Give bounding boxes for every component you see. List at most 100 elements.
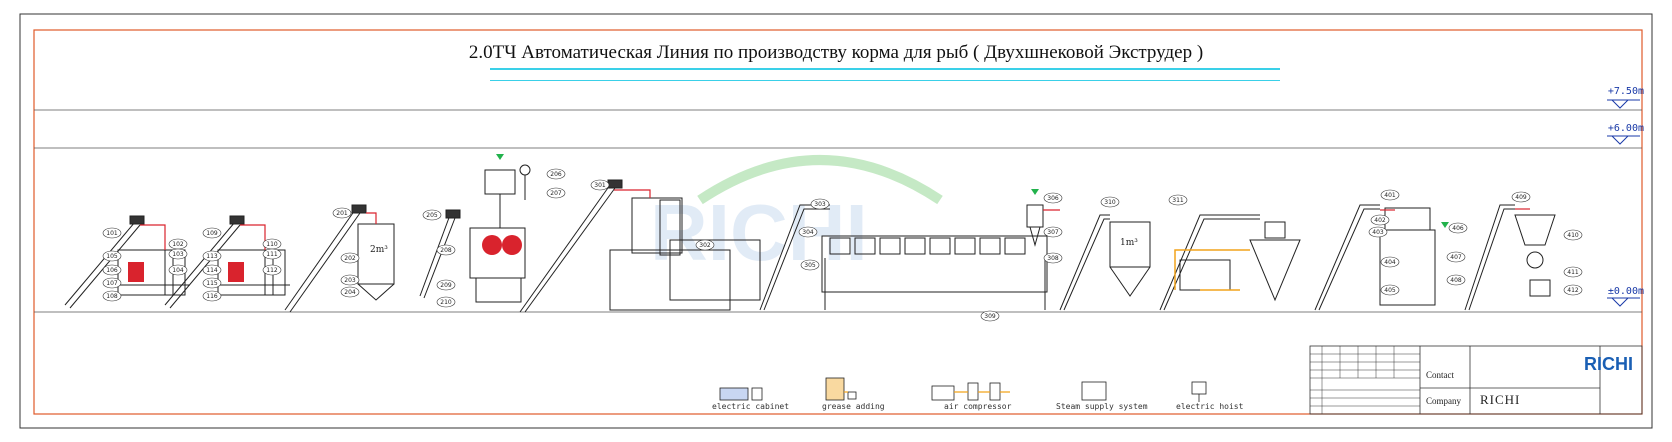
callout-bubble-115 bbox=[202, 277, 222, 289]
legend-air-compressor: air compressor bbox=[944, 402, 1012, 411]
callout-label-302: 302 bbox=[699, 242, 711, 249]
callout-bubble-311 bbox=[1168, 194, 1188, 206]
callout-label-103: 103 bbox=[172, 251, 184, 258]
callout-label-102: 102 bbox=[172, 241, 184, 248]
callout-bubble-407 bbox=[1446, 251, 1466, 263]
company-logo: RICHI bbox=[1584, 354, 1633, 374]
callout-bubble-309 bbox=[980, 310, 1000, 322]
callout-label-311: 311 bbox=[1172, 197, 1184, 204]
callout-bubble-303 bbox=[810, 198, 830, 210]
elevation-marker-6-00 bbox=[1607, 135, 1640, 145]
callout-label-105: 105 bbox=[106, 253, 118, 260]
silo-volume-label-2: 1m³ bbox=[1120, 238, 1138, 248]
callout-label-114: 114 bbox=[206, 267, 218, 274]
callout-label-112: 112 bbox=[266, 267, 278, 274]
callout-bubble-204 bbox=[340, 286, 360, 298]
elevation-label-6-00: +6.00m bbox=[1607, 123, 1644, 134]
title-block-company-value: RICHI bbox=[1480, 392, 1521, 407]
inner-frame bbox=[33, 29, 1643, 415]
callout-label-207: 207 bbox=[550, 190, 562, 197]
callout-bubble-406 bbox=[1448, 222, 1468, 234]
callout-label-111: 111 bbox=[266, 251, 278, 258]
title-block bbox=[1309, 345, 1643, 415]
callout-label-404: 404 bbox=[1384, 259, 1396, 266]
elevation-marker-0-00 bbox=[1607, 297, 1640, 307]
callout-bubble-308 bbox=[1043, 252, 1063, 264]
callout-bubble-114 bbox=[202, 264, 222, 276]
callout-label-309: 309 bbox=[984, 313, 996, 320]
legend-grease-adding: grease adding bbox=[822, 402, 885, 411]
air-compressor-icon bbox=[931, 385, 955, 401]
callout-bubble-104 bbox=[168, 264, 188, 276]
callout-label-106: 106 bbox=[106, 267, 118, 274]
callout-bubble-111 bbox=[262, 248, 282, 260]
callout-bubble-301 bbox=[590, 179, 610, 191]
callout-bubble-105 bbox=[102, 250, 122, 262]
callout-bubble-207 bbox=[546, 187, 566, 199]
callout-label-204: 204 bbox=[344, 289, 356, 296]
callout-label-401: 401 bbox=[1384, 192, 1396, 199]
callout-bubble-410 bbox=[1563, 229, 1583, 241]
callout-label-205: 205 bbox=[426, 212, 438, 219]
watermark: RICHI bbox=[650, 155, 943, 277]
callout-bubble-307 bbox=[1043, 226, 1063, 238]
callout-label-109: 109 bbox=[206, 230, 218, 237]
callout-label-310: 310 bbox=[1104, 199, 1116, 206]
callout-label-308: 308 bbox=[1047, 255, 1059, 262]
callout-label-104: 104 bbox=[172, 267, 184, 274]
callout-bubble-116 bbox=[202, 290, 222, 302]
legend-steam-supply: Steam supply system bbox=[1056, 402, 1148, 411]
callout-bubble-201 bbox=[332, 207, 352, 219]
callout-bubble-210 bbox=[436, 296, 456, 308]
elevation-marker-7-50 bbox=[1607, 99, 1640, 109]
callout-bubble-109 bbox=[202, 227, 222, 239]
outer-frame bbox=[19, 13, 1653, 429]
electric-hoist-icon bbox=[1191, 381, 1207, 395]
callout-label-307: 307 bbox=[1047, 229, 1059, 236]
callout-label-210: 210 bbox=[440, 299, 452, 306]
callout-label-208: 208 bbox=[440, 247, 452, 254]
callout-label-115: 115 bbox=[206, 280, 218, 287]
callout-bubble-203 bbox=[340, 274, 360, 286]
silo-volume-label: 2m³ bbox=[370, 245, 388, 255]
callout-bubble-103 bbox=[168, 248, 188, 260]
callout-bubble-107 bbox=[102, 277, 122, 289]
callout-bubble-408 bbox=[1446, 274, 1466, 286]
callout-label-101: 101 bbox=[106, 230, 118, 237]
callout-bubble-401 bbox=[1380, 189, 1400, 201]
callout-bubble-205 bbox=[422, 209, 442, 221]
callout-label-409: 409 bbox=[1515, 194, 1527, 201]
watermark-text: RICHI bbox=[650, 188, 868, 277]
callout-bubble-305 bbox=[800, 259, 820, 271]
callout-bubble-208 bbox=[436, 244, 456, 256]
callout-label-206: 206 bbox=[550, 171, 562, 178]
callout-label-301: 301 bbox=[594, 182, 606, 189]
callout-bubble-310 bbox=[1100, 196, 1120, 208]
callout-label-116: 116 bbox=[206, 293, 218, 300]
callout-label-411: 411 bbox=[1567, 269, 1579, 276]
callout-bubble-108 bbox=[102, 290, 122, 302]
callouts: 1011021031041051061071081091101111121131… bbox=[102, 168, 1583, 322]
grease-adding-icon bbox=[825, 377, 845, 401]
callout-label-201: 201 bbox=[336, 210, 348, 217]
drawing-title: 2.0ТЧ Автоматическая Линия по производст… bbox=[468, 42, 1204, 63]
electric-cabinet-icon bbox=[719, 387, 749, 401]
callout-label-306: 306 bbox=[1047, 195, 1059, 202]
steam-supply-icon bbox=[1081, 381, 1107, 401]
callout-bubble-202 bbox=[340, 252, 360, 264]
callout-label-403: 403 bbox=[1372, 229, 1384, 236]
callout-label-305: 305 bbox=[804, 262, 816, 269]
callout-bubble-404 bbox=[1380, 256, 1400, 268]
callout-label-202: 202 bbox=[344, 255, 356, 262]
title-rule bbox=[490, 68, 1280, 70]
callout-label-405: 405 bbox=[1384, 287, 1396, 294]
callout-bubble-206 bbox=[546, 168, 566, 180]
legend-electric-hoist: electric hoist bbox=[1176, 402, 1244, 411]
callout-bubble-405 bbox=[1380, 284, 1400, 296]
callout-label-209: 209 bbox=[440, 282, 452, 289]
elevation-label-7-50: +7.50m bbox=[1607, 86, 1644, 97]
title-rule-2 bbox=[490, 80, 1280, 81]
callout-bubble-403 bbox=[1368, 226, 1388, 238]
callout-bubble-106 bbox=[102, 264, 122, 276]
